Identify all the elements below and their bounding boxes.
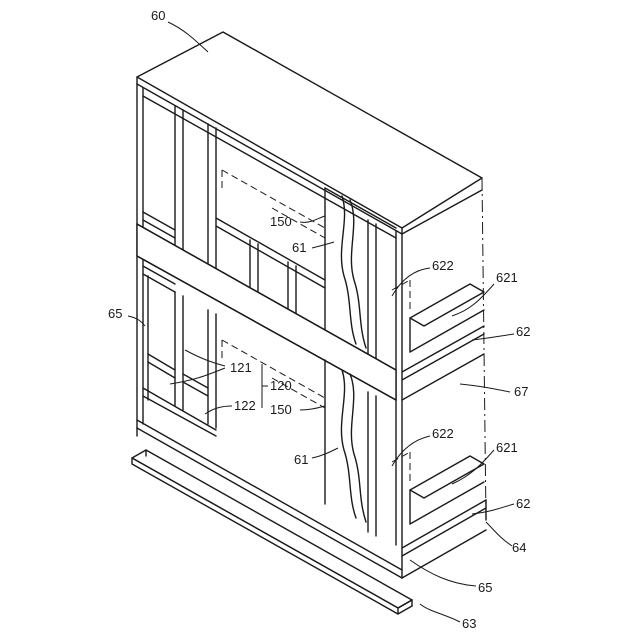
label-65-bottom: 65 — [478, 580, 492, 595]
label-62-upper: 62 — [516, 324, 530, 339]
label-67: 67 — [514, 384, 528, 399]
lower-opening-61 — [325, 360, 376, 536]
label-150-upper: 150 — [270, 214, 292, 229]
label-61-lower: 61 — [294, 452, 308, 467]
label-63: 63 — [462, 616, 476, 631]
label-61-upper: 61 — [292, 240, 306, 255]
label-64: 64 — [512, 540, 526, 555]
label-150-lower: 150 — [270, 402, 292, 417]
label-621-upper: 621 — [496, 270, 518, 285]
label-122: 122 — [234, 398, 256, 413]
label-622-lower: 622 — [432, 426, 454, 441]
roof-slab — [137, 32, 482, 234]
foundation-beam — [132, 450, 412, 614]
label-621-lower: 621 — [496, 440, 518, 455]
label-121: 121 — [230, 360, 252, 375]
side-wall-lower — [392, 354, 486, 578]
label-62-lower: 62 — [516, 496, 530, 511]
middle-floor-band — [137, 224, 396, 400]
label-120: 120 — [270, 378, 292, 393]
label-60: 60 — [151, 8, 165, 23]
base-band — [137, 420, 402, 578]
label-622-upper: 622 — [432, 258, 454, 273]
label-65-left: 65 — [108, 306, 122, 321]
